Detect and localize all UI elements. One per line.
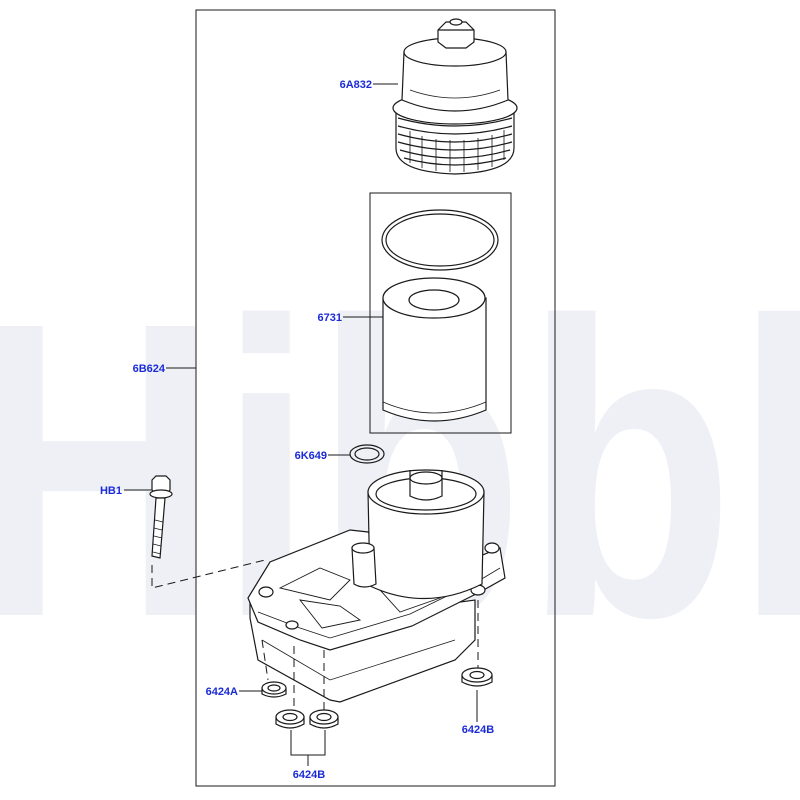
filter-frame bbox=[369, 192, 512, 434]
callout-washer-b-right: 6424B bbox=[462, 724, 494, 736]
oil-filter-cap-icon bbox=[392, 18, 518, 175]
washer-b-icon-3 bbox=[461, 667, 493, 687]
filter-housing-icon bbox=[247, 469, 506, 703]
bolt-icon bbox=[149, 475, 173, 559]
callout-bolt: HB1 bbox=[100, 485, 122, 497]
washer-b-icon-1 bbox=[275, 709, 305, 729]
washer-a-icon bbox=[261, 681, 287, 698]
washer-alignment-lines bbox=[261, 600, 479, 712]
washer-icons bbox=[261, 667, 493, 729]
callout-filter: 6731 bbox=[318, 312, 342, 324]
callout-washer-b-bottom: 6424B bbox=[293, 769, 325, 781]
bolt-alignment-line bbox=[151, 559, 266, 589]
filter-element-icon bbox=[382, 277, 487, 422]
callout-assembly: 6B624 bbox=[133, 363, 166, 375]
callout-seal: 6K649 bbox=[295, 450, 327, 462]
callout-labels: 6A832 6731 6B624 6K649 HB1 6424A 6424B 6… bbox=[100, 79, 494, 781]
callout-washer-a: 6424A bbox=[206, 686, 238, 698]
callout-leaders bbox=[124, 83, 478, 766]
callout-cap: 6A832 bbox=[340, 79, 372, 91]
seal-ring-icon bbox=[349, 444, 385, 464]
assembly-frame bbox=[195, 9, 556, 787]
o-ring-icon bbox=[381, 209, 499, 271]
washer-b-icon-2 bbox=[309, 709, 339, 729]
